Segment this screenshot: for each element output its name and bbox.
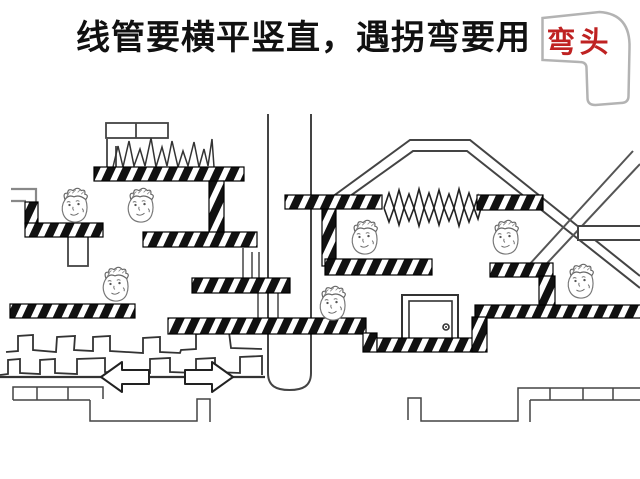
worker-face-icon [319, 285, 346, 321]
worker-face-icon [567, 263, 594, 299]
direction-arrows [100, 361, 234, 393]
cross-diagonal-brace [527, 150, 640, 275]
striped-conduit-beam [142, 231, 258, 248]
striped-conduit-beam [284, 194, 383, 210]
striped-conduit-column [24, 201, 39, 225]
house-roof-outline [331, 139, 640, 289]
striped-conduit-column [538, 275, 556, 307]
wall-beam-outline [577, 225, 640, 241]
striped-conduit-beam [474, 304, 640, 319]
striped-conduit-beam [476, 194, 544, 211]
worker-face-icon [102, 266, 129, 302]
worker-face-icon [351, 219, 378, 255]
door-with-knob [401, 294, 459, 343]
striped-conduit-beam [376, 337, 484, 353]
elbow-fitting-badge: 弯头 [533, 6, 636, 110]
striped-conduit-beam [191, 277, 291, 294]
striped-conduit-column [321, 208, 337, 267]
brick-ledge-left [12, 386, 211, 422]
flex-tube-zigzag [383, 185, 482, 229]
striped-conduit-column [471, 316, 488, 353]
striped-conduit-column [362, 332, 378, 353]
worker-face-icon [61, 187, 88, 223]
striped-conduit-beams [9, 166, 640, 353]
brick-ledge-right [407, 387, 640, 422]
right-arrow-icon [184, 361, 234, 393]
striped-conduit-beam [93, 166, 245, 182]
hanging-block [67, 235, 89, 267]
striped-conduit-beam [324, 258, 433, 276]
striped-conduit-column [208, 180, 225, 235]
elbow-badge-label: 弯头 [546, 25, 612, 59]
left-arrow-icon [100, 361, 150, 393]
jagged-spike-run [112, 137, 215, 170]
elbow-fitting-icon: 弯头 [541, 10, 631, 107]
striped-conduit-beam [489, 262, 554, 278]
drop-connector-lines [242, 248, 279, 318]
worker-face-icon [492, 219, 519, 255]
striped-conduit-beam [24, 222, 104, 238]
striped-conduit-beam [167, 317, 367, 335]
slide-title: 线管要横平竖直，遇拐弯要用 [76, 18, 531, 58]
striped-conduit-beam [9, 303, 136, 319]
inlet-pipe-outline [11, 187, 38, 203]
pipe-loop [267, 114, 312, 392]
worker-face-icon [127, 187, 154, 223]
